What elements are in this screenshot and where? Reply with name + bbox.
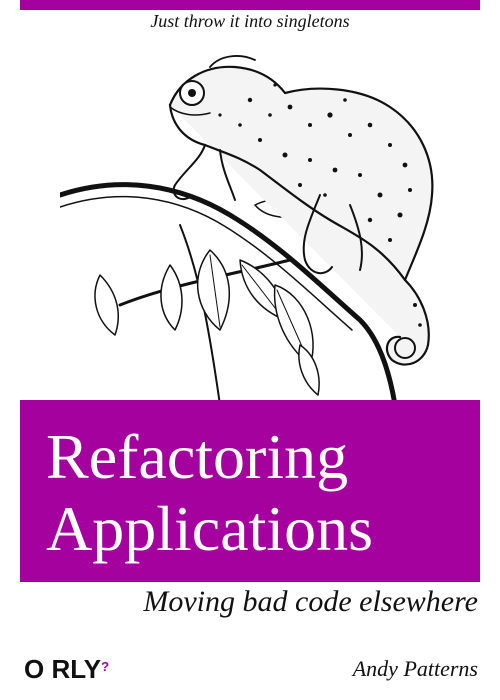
cover-title-line2: Applications (46, 493, 374, 564)
cover-tagline: Just throw it into singletons (150, 11, 350, 31)
publisher-name: O RLY (24, 654, 102, 684)
cover-title-line1: Refactoring (46, 421, 349, 492)
cover-subtitle: Moving bad code elsewhere (143, 585, 478, 618)
chameleon-illustration (60, 55, 434, 405)
publisher-logo: O RLY? (24, 652, 109, 686)
publisher-question-mark: ? (101, 659, 110, 674)
top-accent-bar (20, 0, 480, 10)
title-block: Refactoring Applications (20, 400, 480, 582)
author-name: Andy Patterns (352, 656, 478, 681)
